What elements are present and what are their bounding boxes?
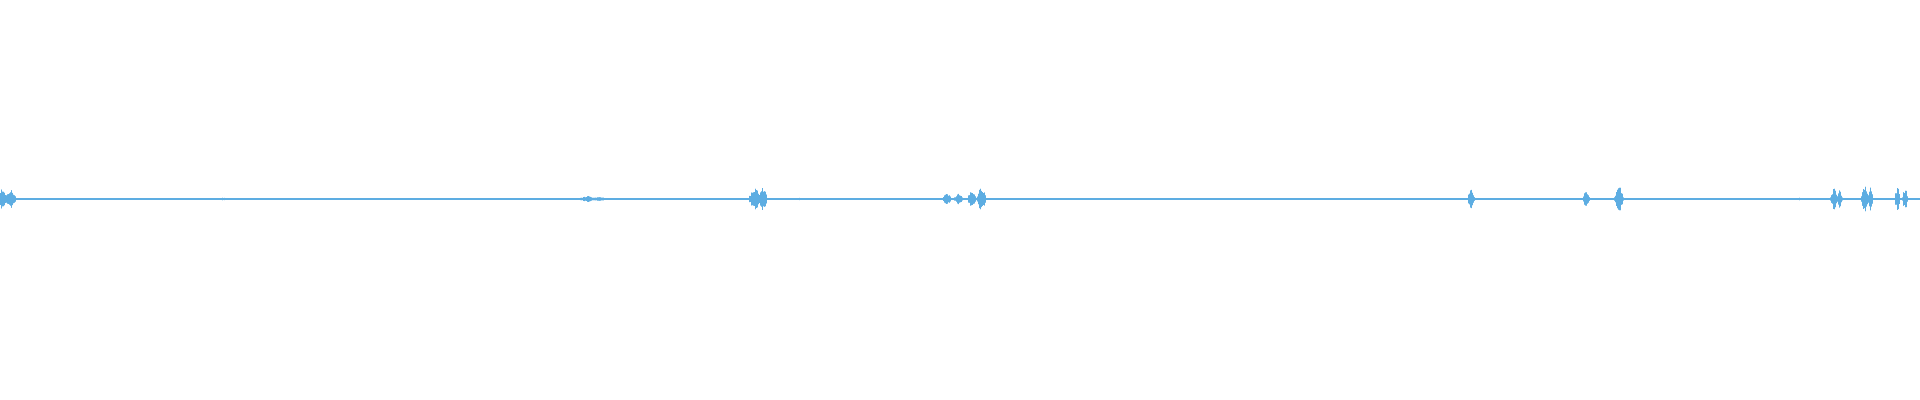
waveform-peak-path: [0, 186, 1920, 212]
waveform-peaks: [0, 186, 1920, 212]
